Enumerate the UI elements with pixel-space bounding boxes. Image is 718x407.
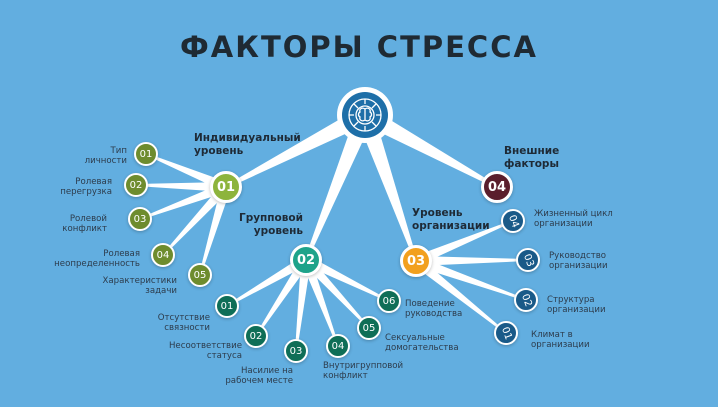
group-item-label: Отсутствие связности (157, 313, 210, 333)
individual-item-label: Ролевой конфликт (62, 214, 107, 234)
individual-item-node: 02 (124, 173, 148, 197)
organization-item-node: 01 (494, 321, 518, 345)
group-item-node: 06 (377, 289, 401, 313)
brain-icon (348, 98, 382, 132)
group-node: 02 (290, 244, 322, 276)
external-factors-title: Внешние факторы (504, 145, 560, 170)
connector-line (135, 182, 227, 192)
group-item-node: 02 (244, 324, 268, 348)
individual-item-label: Тип личности (84, 146, 127, 166)
connector-line (303, 255, 390, 302)
group-item-node: 03 (284, 339, 308, 363)
individual-item-label: Ролевая перегрузка (60, 177, 112, 197)
connector-line (162, 183, 230, 256)
organization-item-label: Климат в организации (531, 330, 590, 350)
group-item-label: Сексуальные домогательства (385, 333, 459, 353)
individual-level-title: Индивидуальный уровень (194, 132, 301, 157)
connector-line (360, 107, 498, 189)
connector-line (145, 153, 228, 192)
connector-line (226, 255, 309, 307)
group-item-node: 01 (215, 294, 239, 318)
connector-line (415, 256, 529, 266)
group-item-label: Насилие на рабочем месте (225, 366, 293, 386)
organization-item-node: 03 (516, 248, 540, 272)
organization-item-label: Руководство организации (549, 251, 608, 271)
connector-line (302, 256, 370, 329)
individual-item-label: Характеристики задачи (102, 276, 178, 296)
connector-line (412, 257, 507, 334)
connector-line (199, 185, 231, 276)
organization-item-node: 04 (501, 209, 525, 233)
organization-level-title: Уровень организации (412, 207, 490, 232)
individual-item-node: 01 (134, 142, 158, 166)
individual-node: 01 (210, 171, 242, 203)
hub-node (337, 87, 393, 143)
group-item-label: Внутригрупповой конфликт (323, 361, 404, 381)
organization-item-label: Жизненный цикл организации (534, 209, 613, 229)
connector-line (414, 220, 514, 266)
connector-line (225, 107, 370, 189)
group-item-label: Несоответствие статуса (168, 341, 242, 361)
group-item-node: 05 (357, 316, 381, 340)
connector-line (304, 111, 374, 261)
organization-item-node: 02 (514, 288, 538, 312)
connector-line (139, 182, 228, 220)
individual-item-node: 03 (128, 207, 152, 231)
connector-line (301, 258, 339, 347)
organization-node: 03 (400, 245, 432, 277)
individual-item-node: 04 (151, 243, 175, 267)
group-level-title: Групповой уровень (239, 212, 303, 237)
organization-item-label: Структура организации (547, 295, 606, 315)
page-title: ФАКТОРЫ СТРЕССА (180, 30, 538, 64)
individual-item-label: Ролевая неопределенность (54, 249, 140, 269)
connector-line (255, 257, 311, 337)
group-item-label: Поведение руководства (405, 299, 463, 319)
external-node: 04 (481, 171, 513, 203)
connector-line (295, 259, 311, 352)
group-item-node: 04 (326, 334, 350, 358)
individual-item-node: 05 (188, 263, 212, 287)
connector-line (414, 256, 527, 301)
connector-line (356, 112, 418, 262)
